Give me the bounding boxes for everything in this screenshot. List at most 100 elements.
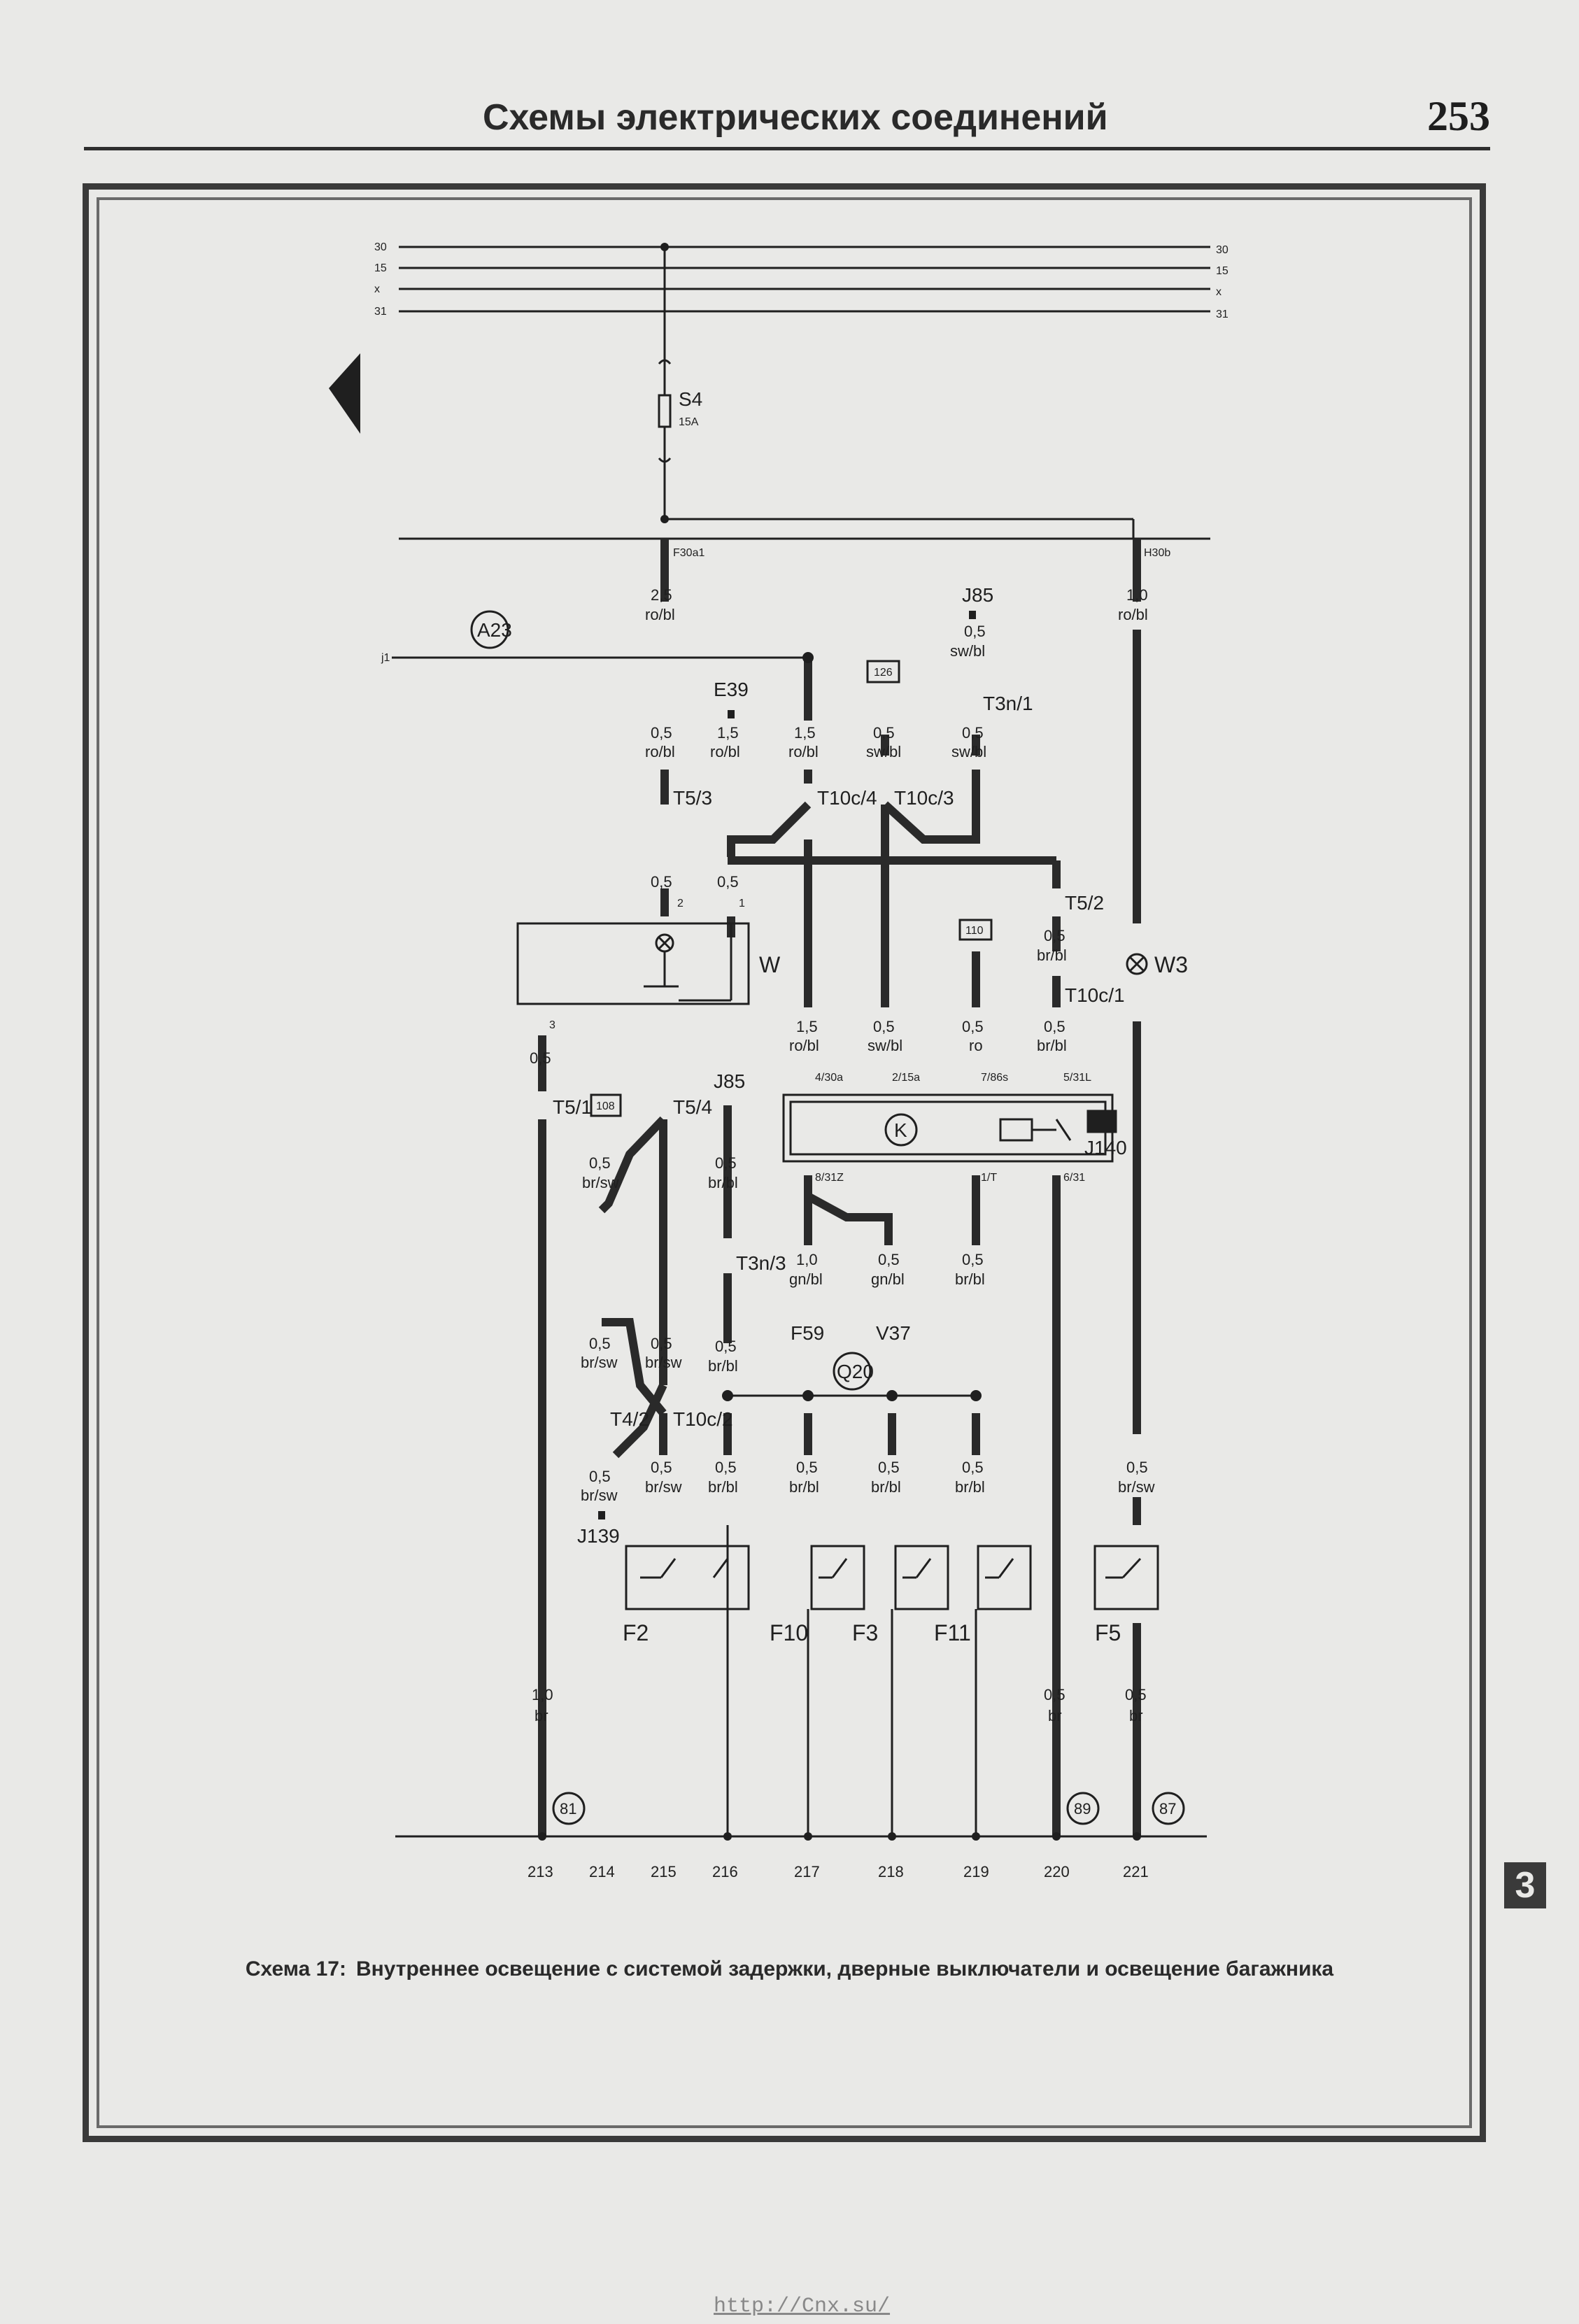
bus-label: x <box>1216 286 1222 298</box>
svg-text:0,5: 0,5 <box>530 1049 551 1067</box>
caption-label: Схема 17: <box>245 1957 346 1981</box>
relay-j140 <box>782 1093 1117 1163</box>
box-label: 126 <box>874 667 893 679</box>
svg-text:0,5: 0,5 <box>962 1251 984 1268</box>
svg-text:F2: F2 <box>623 1620 649 1645</box>
svg-text:ro/bl: ro/bl <box>1118 606 1148 623</box>
svg-text:ro/bl: ro/bl <box>710 743 740 760</box>
wire-labels-lower: 0,5 br/sw 0,5 br/bl 1,0 gn/bl 0,5 gn/bl … <box>532 1154 1155 1724</box>
wire-gauge: 0,5 <box>964 623 986 640</box>
svg-text:5/31L: 5/31L <box>1063 1072 1091 1084</box>
svg-text:br: br <box>534 1707 548 1724</box>
svg-text:T10c/2: T10c/2 <box>673 1408 733 1430</box>
ground-label: 81 <box>560 1800 576 1818</box>
section-marker-icon <box>329 353 360 434</box>
switch-labels: F2 F10 F3 F11 F5 <box>623 1620 1121 1645</box>
svg-text:br: br <box>1048 1707 1062 1724</box>
ground-points <box>552 1792 1185 1825</box>
wire-labels-top: 2,5 ro/bl 1,0 ro/bl 0,5 ro/bl 1,5 ro/bl … <box>645 586 1148 964</box>
svg-text:T10c/4: T10c/4 <box>817 787 877 809</box>
svg-text:0,5: 0,5 <box>715 1338 737 1355</box>
svg-text:br/sw: br/sw <box>581 1354 618 1371</box>
svg-text:2,5: 2,5 <box>651 586 672 604</box>
component-f59: F59 <box>791 1322 824 1344</box>
component-j1: j1 <box>381 652 390 664</box>
svg-text:1,0: 1,0 <box>532 1686 553 1703</box>
svg-text:T4/2: T4/2 <box>610 1408 649 1430</box>
svg-text:215: 215 <box>651 1863 677 1880</box>
svg-text:T3n/3: T3n/3 <box>736 1252 786 1274</box>
box-110 <box>958 919 993 941</box>
svg-text:0,5: 0,5 <box>878 1459 900 1476</box>
svg-text:br/bl: br/bl <box>708 1174 738 1191</box>
svg-text:0,5: 0,5 <box>589 1154 611 1172</box>
svg-text:0,5: 0,5 <box>589 1468 611 1485</box>
component-k: K <box>894 1119 907 1141</box>
bus-labels-left: 30 15 x 31 <box>374 241 387 318</box>
component-j85-top: J85 <box>962 584 993 606</box>
svg-text:T10c/3: T10c/3 <box>894 787 954 809</box>
component-j85-mid: J85 <box>714 1070 745 1092</box>
wire-labels-mid: 1,5 ro/bl 0,5 sw/bl 0,5 ro 0,5 br/bl 3 0… <box>530 1018 1067 1067</box>
svg-text:4/30a: 4/30a <box>815 1072 843 1084</box>
bus-label: 30 <box>374 241 387 253</box>
bus-label: 30 <box>1216 244 1228 256</box>
svg-text:ro/bl: ro/bl <box>645 606 675 623</box>
svg-text:1/T: 1/T <box>981 1172 997 1184</box>
svg-text:0,5: 0,5 <box>873 724 895 742</box>
svg-text:br/bl: br/bl <box>708 1357 738 1375</box>
component-e39: E39 <box>714 679 749 700</box>
svg-text:213: 213 <box>527 1863 553 1880</box>
component-j139: J139 <box>577 1525 620 1547</box>
track-numbers: 213 214 215 216 217 218 219 220 221 <box>527 1863 1149 1880</box>
chapter-tab: 3 <box>1504 1862 1546 1908</box>
svg-text:sw/bl: sw/bl <box>951 743 986 760</box>
svg-text:sw/bl: sw/bl <box>866 743 901 760</box>
svg-text:ro/bl: ro/bl <box>645 743 675 760</box>
svg-text:F10: F10 <box>770 1620 808 1645</box>
svg-text:F11: F11 <box>934 1620 971 1645</box>
svg-text:217: 217 <box>794 1863 820 1880</box>
bus-labels-right: 30 15 x 31 <box>1216 244 1228 320</box>
svg-text:0,5: 0,5 <box>1044 927 1065 944</box>
svg-text:br: br <box>1129 1707 1143 1724</box>
svg-text:1,5: 1,5 <box>717 724 739 742</box>
svg-text:T5/3: T5/3 <box>673 787 712 809</box>
svg-text:0,5: 0,5 <box>715 1154 737 1172</box>
svg-text:br/bl: br/bl <box>789 1478 819 1496</box>
fuse-label: S4 <box>679 388 702 410</box>
svg-text:0,5: 0,5 <box>1044 1686 1065 1703</box>
svg-text:F3: F3 <box>852 1620 878 1645</box>
svg-text:1,0: 1,0 <box>796 1251 818 1268</box>
svg-text:0,5: 0,5 <box>717 873 739 891</box>
component-w3: W3 <box>1154 952 1188 977</box>
box-108 <box>590 1093 622 1117</box>
svg-text:2: 2 <box>677 898 684 909</box>
wire-color: sw/bl <box>950 642 985 660</box>
svg-text:br/bl: br/bl <box>955 1478 985 1496</box>
component-v37: V37 <box>876 1322 911 1344</box>
component-q20: Q20 <box>837 1361 874 1382</box>
box-label: 110 <box>965 925 984 937</box>
svg-text:T3n/1: T3n/1 <box>983 693 1033 714</box>
svg-text:220: 220 <box>1044 1863 1070 1880</box>
svg-text:1,5: 1,5 <box>794 724 816 742</box>
svg-text:br/bl: br/bl <box>871 1478 901 1496</box>
svg-text:gn/bl: gn/bl <box>871 1270 905 1288</box>
svg-text:ro/bl: ro/bl <box>788 743 819 760</box>
svg-text:sw/bl: sw/bl <box>868 1037 902 1054</box>
bus-label: 15 <box>374 262 387 274</box>
svg-text:T5/4: T5/4 <box>673 1096 712 1118</box>
svg-text:ro/bl: ro/bl <box>789 1037 819 1054</box>
svg-text:T5/2: T5/2 <box>1065 892 1104 914</box>
svg-text:br/bl: br/bl <box>708 1478 738 1496</box>
caption-text: Внутреннее освещение с системой задержки… <box>355 1957 1334 1981</box>
pin-labels: 4/30a 2/15a 7/86s 5/31L 8/31Z 1/T 6/31 <box>815 1072 1091 1184</box>
watermark-link[interactable]: http://Cnx.su/ <box>714 2295 891 2318</box>
component-w: W <box>759 952 781 977</box>
bus-label: 31 <box>1216 309 1228 320</box>
fuse-rating: 15A <box>679 416 699 428</box>
diagram-frame-outer <box>83 183 1486 2142</box>
svg-text:6/31: 6/31 <box>1063 1172 1085 1184</box>
